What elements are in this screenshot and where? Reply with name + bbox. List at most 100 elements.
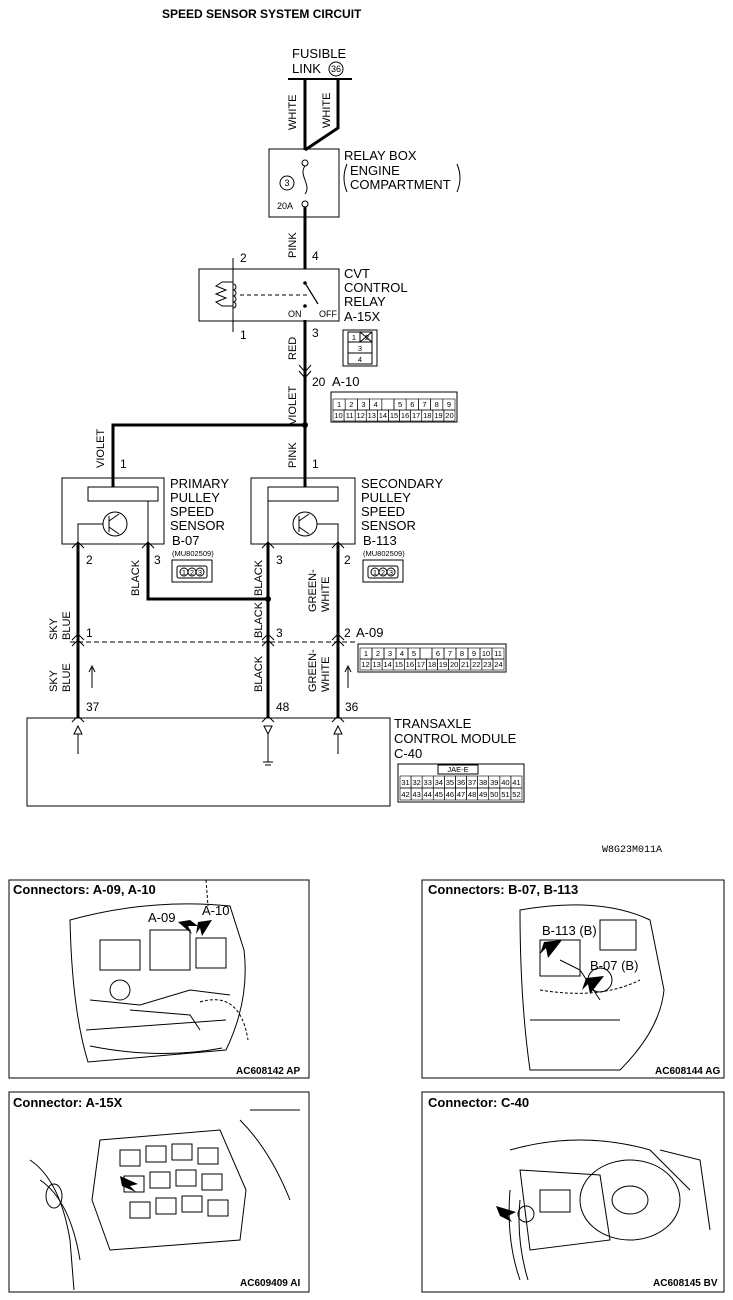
secondary-sensor-label: SECONDARY xyxy=(361,476,443,491)
connector-a09-pin-label: 8 xyxy=(460,649,464,658)
primary-sensor-connector-face: 1 2 3 xyxy=(171,559,213,583)
arrow-c40-icon xyxy=(496,1206,516,1222)
tcm-connector-pin-label: 50 xyxy=(490,790,498,799)
tcm-pin-37: 37 xyxy=(86,700,100,714)
connector-a09-pin-label: 7 xyxy=(448,649,452,658)
tcm-connector-pin-label: 48 xyxy=(468,790,476,799)
tcm-connector: C-40 xyxy=(394,746,422,761)
secondary-face-pin-2: 2 xyxy=(381,568,385,577)
arrow-a10-icon xyxy=(196,920,212,936)
connector-a09-pin-label: 19 xyxy=(439,660,447,669)
connector-a10-cell xyxy=(443,409,456,422)
photo-code-3: AC609409 AI xyxy=(240,1278,300,1289)
relay-box-label: RELAY BOX xyxy=(344,148,417,163)
wire-label-blue-1: BLUE xyxy=(61,611,73,640)
tcm-connector-pin-label: 45 xyxy=(435,790,443,799)
connector-a09-pin-label: 21 xyxy=(461,660,469,669)
wire-label-green-1: GREEN- xyxy=(307,569,319,612)
secondary-sensor-label-4: SENSOR xyxy=(361,518,416,533)
tcm-connector-pin-label: 36 xyxy=(457,778,465,787)
wire-label-pink-mid: PINK xyxy=(287,442,299,468)
connector-a09-pin-label: 9 xyxy=(472,649,476,658)
relay-box-fuse-number-circle xyxy=(279,175,295,191)
cvt-relay-pin-1: 1 xyxy=(240,328,247,342)
tcm-connector-pin-label: 37 xyxy=(468,778,476,787)
connector-a10-pin-20: 20 xyxy=(312,375,326,389)
fusible-link-number: 36 xyxy=(331,64,341,74)
connector-a10-pin-label: 9 xyxy=(447,400,451,409)
relay-off-label: OFF xyxy=(319,309,337,319)
tcm-connector-cell xyxy=(510,787,523,801)
secondary-sensor-element xyxy=(267,486,339,502)
connector-a09-pin-label: 24 xyxy=(494,660,502,669)
primary-sensor-part: (MU802509) xyxy=(172,549,214,558)
wire-label-black-3: BLACK xyxy=(253,601,265,638)
fusible-link-label-2: LINK xyxy=(292,61,321,76)
arrow-a09-icon xyxy=(178,920,198,934)
connector-a09-pin-label: 17 xyxy=(417,660,425,669)
connector-a09-pin-label: 22 xyxy=(472,660,480,669)
wire-label-sky-2: SKY xyxy=(48,669,60,692)
photo-panel-a09-a10: Connectors: A-09, A-10 A-09 A-10 AC60814… xyxy=(8,879,310,1079)
connector-a09-pin-label: 15 xyxy=(395,660,403,669)
tcm-connector-pin-label: 32 xyxy=(412,778,420,787)
cvt-relay-connector: A-15X xyxy=(344,309,380,324)
relay-box-fuse-rating: 20A xyxy=(277,201,293,211)
connector-a10-pin-label: 2 xyxy=(349,400,353,409)
photo-code-1: AC608142 AP xyxy=(236,1066,300,1077)
tcm-connector-pin-label: 51 xyxy=(501,790,509,799)
diagram-title: SPEED SENSOR SYSTEM CIRCUIT xyxy=(162,7,362,21)
cvt-relay-pin-4: 4 xyxy=(312,249,319,263)
tcm-connector-pin-label: 34 xyxy=(435,778,443,787)
relay-switch-pivot xyxy=(303,281,307,285)
tcm-connector-pin-label: 40 xyxy=(501,778,509,787)
cvt-control-relay xyxy=(198,268,340,322)
connector-a09-pin-2: 2 xyxy=(344,626,351,640)
secondary-sensor-transistor-icon xyxy=(292,511,318,537)
tcm-pin-36: 36 xyxy=(345,700,359,714)
primary-transistor-emitter xyxy=(108,526,120,535)
secondary-sensor-pin-3: 3 xyxy=(276,553,283,567)
tcm-connector-pin-label: 33 xyxy=(424,778,432,787)
sensor-terminal-symbols xyxy=(71,541,345,549)
wire-label-black-4: BLACK xyxy=(253,655,265,692)
connector-a09-cell xyxy=(419,647,433,660)
callout-a09: A-09 xyxy=(148,910,175,925)
cvt-relay-grid-1: 1 xyxy=(352,333,356,342)
wire-black-primary xyxy=(146,544,268,601)
fusible-link-number-circle xyxy=(328,61,344,77)
connector-a09-pin-label: 23 xyxy=(483,660,491,669)
primary-sensor-pin-2: 2 xyxy=(86,553,93,567)
wire-label-white-1: WHITE xyxy=(320,577,332,612)
callout-b07: B-07 (B) xyxy=(590,958,638,973)
tcm-label: TRANSAXLE xyxy=(394,716,472,731)
wire-label-violet-left: VIOLET xyxy=(95,429,107,468)
relay-box-fuse-number: 3 xyxy=(284,178,289,188)
tcm-pin-48: 48 xyxy=(276,700,290,714)
cvt-relay-grid-4: 4 xyxy=(358,355,362,364)
wire-label-black-1: BLACK xyxy=(130,559,142,596)
primary-face-pin-2: 2 xyxy=(190,568,194,577)
tcm-connector-pin-label: 43 xyxy=(412,790,420,799)
tcm-connector-pin-label: 44 xyxy=(424,790,432,799)
wire-label-red: RED xyxy=(287,337,299,360)
connector-a09-pin-label: 13 xyxy=(372,660,380,669)
tcm-connector-pin-label: 31 xyxy=(401,778,409,787)
connector-a09-pin-3: 3 xyxy=(276,626,283,640)
connector-a09-cell xyxy=(492,658,505,671)
tcm-connector-pin-label: 52 xyxy=(512,790,520,799)
photo-title-a15x: Connector: A-15X xyxy=(13,1095,123,1110)
relay-coil-icon xyxy=(232,283,237,309)
connector-a09-pin-label: 11 xyxy=(494,649,502,658)
cvt-relay-grid-2: 2 xyxy=(365,333,369,342)
connector-a10-symbol xyxy=(298,364,312,379)
relay-box-paren-left xyxy=(343,163,348,193)
connector-a10-pin-label: 13 xyxy=(368,411,376,420)
cvt-relay-label-3: RELAY xyxy=(344,294,386,309)
secondary-face-pin-1: 1 xyxy=(373,568,377,577)
primary-sensor-connector: B-07 xyxy=(172,533,199,548)
connector-a09-name: A-09 xyxy=(356,625,383,640)
tcm-connector-pin-label: 46 xyxy=(446,790,454,799)
